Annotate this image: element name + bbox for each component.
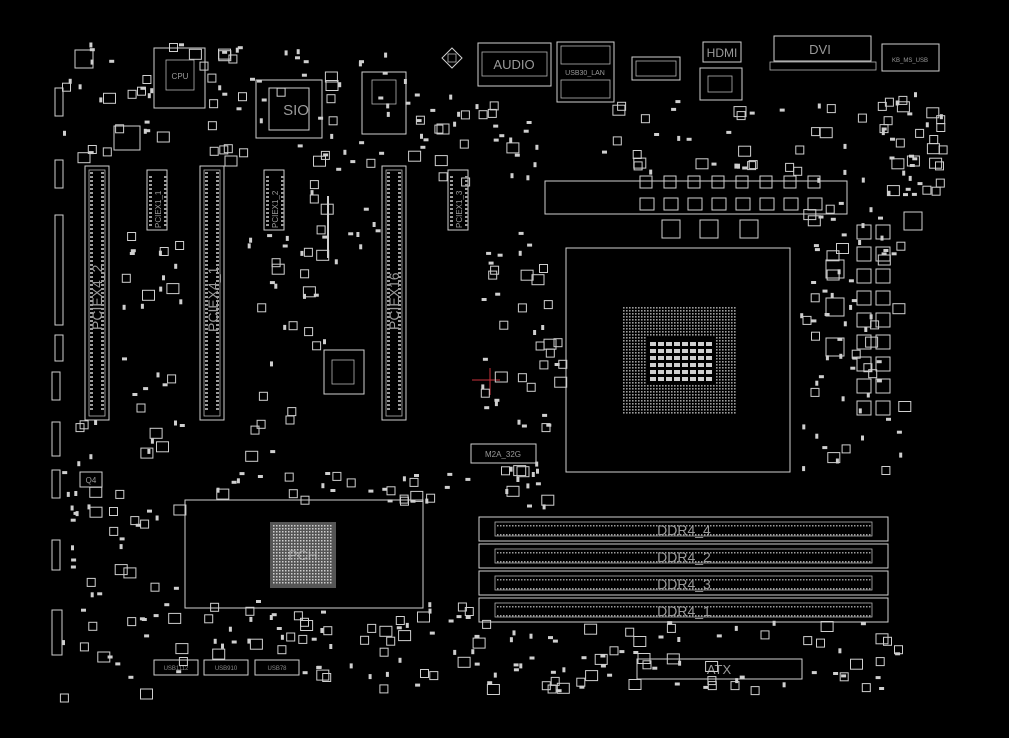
- audio-connector: AUDIO: [477, 42, 552, 87]
- m2-label: M2A_32G: [485, 450, 521, 459]
- q4-component: Q4: [79, 471, 103, 488]
- sio-label: SIO: [283, 102, 309, 119]
- atx-connector: ATX: [636, 658, 803, 680]
- ps2-usb-label: KB_MS_USB: [892, 58, 928, 64]
- pciex1-2-label: PCIEX1_2: [271, 190, 280, 228]
- cpu-fan-header: CPU: [153, 47, 206, 109]
- ddr4-2-label: DDR4_2: [657, 549, 711, 565]
- usb-header-2: USB910: [203, 659, 249, 676]
- q4-label: Q4: [86, 476, 97, 485]
- usb-header-2-label: USB910: [215, 666, 238, 672]
- ddr4-1-label: DDR4_1: [657, 603, 711, 619]
- pciex16-label: PCIEX16: [386, 272, 402, 330]
- pciex1-1-label: PCIEX1_1: [154, 190, 163, 228]
- audio-codec-chip: [441, 47, 463, 69]
- smd-components: [59, 42, 948, 703]
- atx-label: ATX: [707, 662, 732, 677]
- hdmi-label: HDMI: [707, 46, 738, 60]
- sio-chip: SIO: [255, 79, 323, 139]
- ddr4-4-slot: DDR4_4: [478, 516, 889, 542]
- usb-header-3: USB78: [254, 659, 300, 676]
- usb2-connector: [631, 56, 681, 81]
- ddr4-4-label: DDR4_4: [657, 522, 711, 538]
- pch-area: PCH: [184, 499, 424, 609]
- ddr4-3-slot: DDR4_3: [478, 570, 889, 596]
- m2-slot: M2A_32G: [470, 443, 537, 464]
- dvi-label: DVI: [809, 42, 831, 57]
- hdmi-connector: HDMI: [699, 41, 743, 101]
- dvi-connector: DVI: [769, 35, 877, 71]
- left-edge-headers: [51, 87, 64, 656]
- usb30-lan-label: USB30_LAN: [565, 70, 605, 77]
- pciex16-slot: PCIEX16: [381, 165, 407, 421]
- ddr4-1-slot: DDR4_1: [478, 597, 889, 623]
- small-chip-topleft: [74, 49, 141, 151]
- ddr4-3-label: DDR4_3: [657, 576, 711, 592]
- ddr4-2-slot: DDR4_2: [478, 543, 889, 569]
- pciex4-2-slot: PCIEX4_2: [84, 165, 110, 421]
- usb-header-1-label: USB1112: [164, 666, 189, 672]
- pciex4-1-slot: PCIEX4_1: [199, 165, 225, 421]
- usb-header-1: USB1112: [153, 659, 199, 676]
- pciex1-3-label: PCIEX1_3: [455, 190, 464, 228]
- audio-label: AUDIO: [493, 57, 534, 72]
- usb-bridge-chip: [361, 71, 407, 135]
- cpu-fan-label: CPU: [172, 72, 189, 81]
- ps2-usb-connector: KB_MS_USB: [881, 43, 940, 72]
- usb30-lan-connector: USB30_LAN: [556, 41, 615, 103]
- vrm-area: [544, 180, 923, 357]
- small-chip-mid: [323, 349, 365, 395]
- pciex4-1-label: PCIEX4_1: [205, 266, 221, 332]
- usb-header-3-label: USB78: [267, 666, 287, 672]
- connector-pins: [90, 172, 871, 617]
